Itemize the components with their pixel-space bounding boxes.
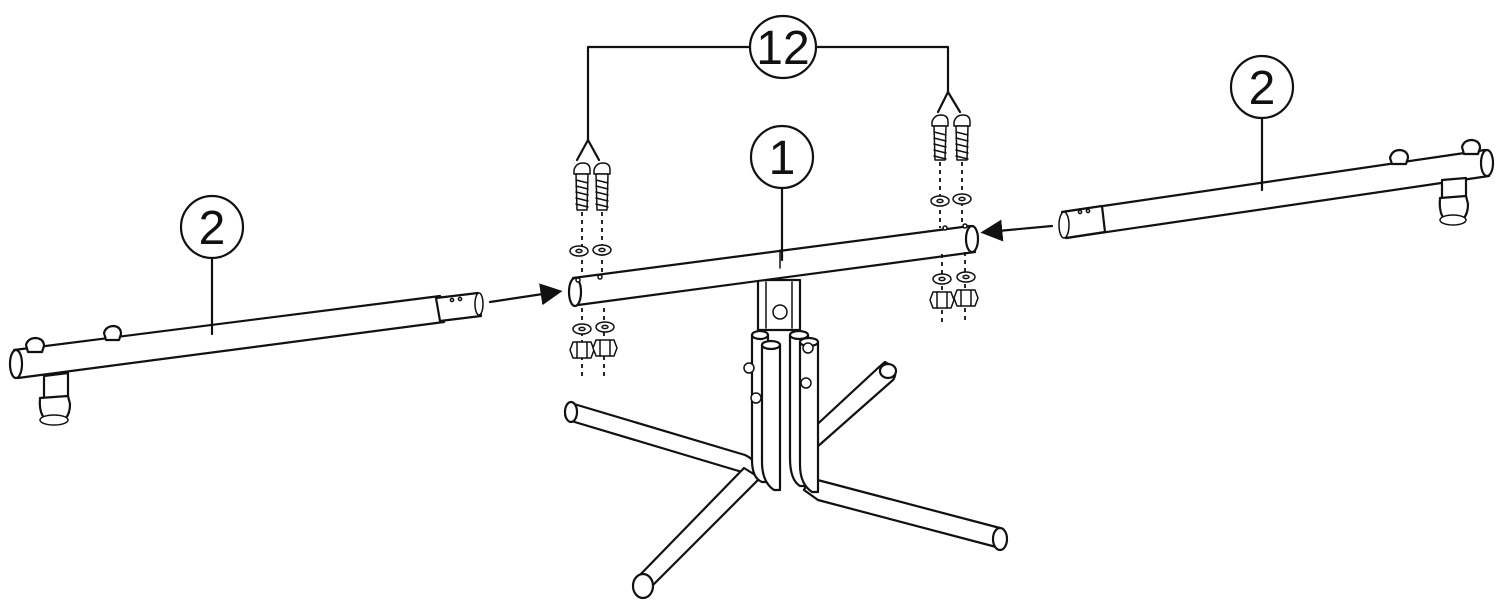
hardware-right — [929, 114, 979, 326]
bolt — [593, 162, 611, 211]
arrow-left — [980, 219, 1054, 242]
callout-left-arm-label: 2 — [199, 202, 226, 255]
callout-hardware: 12 — [748, 14, 818, 80]
main-tube — [567, 223, 980, 308]
callout-hardware-label: 12 — [756, 22, 809, 75]
callout-main-tube-label: 1 — [769, 132, 796, 185]
arrow-right — [488, 283, 563, 306]
bolt — [573, 162, 591, 211]
right-arm — [1058, 138, 1495, 240]
callout-right-arm: 2 — [1229, 54, 1295, 120]
insert-arrows — [488, 219, 1054, 306]
left-arm — [8, 291, 484, 426]
bolt — [931, 114, 949, 161]
base-stand — [563, 278, 1009, 600]
bolt — [953, 114, 971, 161]
callout-main-tube: 1 — [749, 124, 815, 190]
callout-right-arm-label: 2 — [1249, 62, 1276, 115]
hardware-left — [569, 162, 618, 378]
callout-left-arm: 2 — [179, 194, 245, 260]
callout-leaders — [210, 45, 1264, 336]
